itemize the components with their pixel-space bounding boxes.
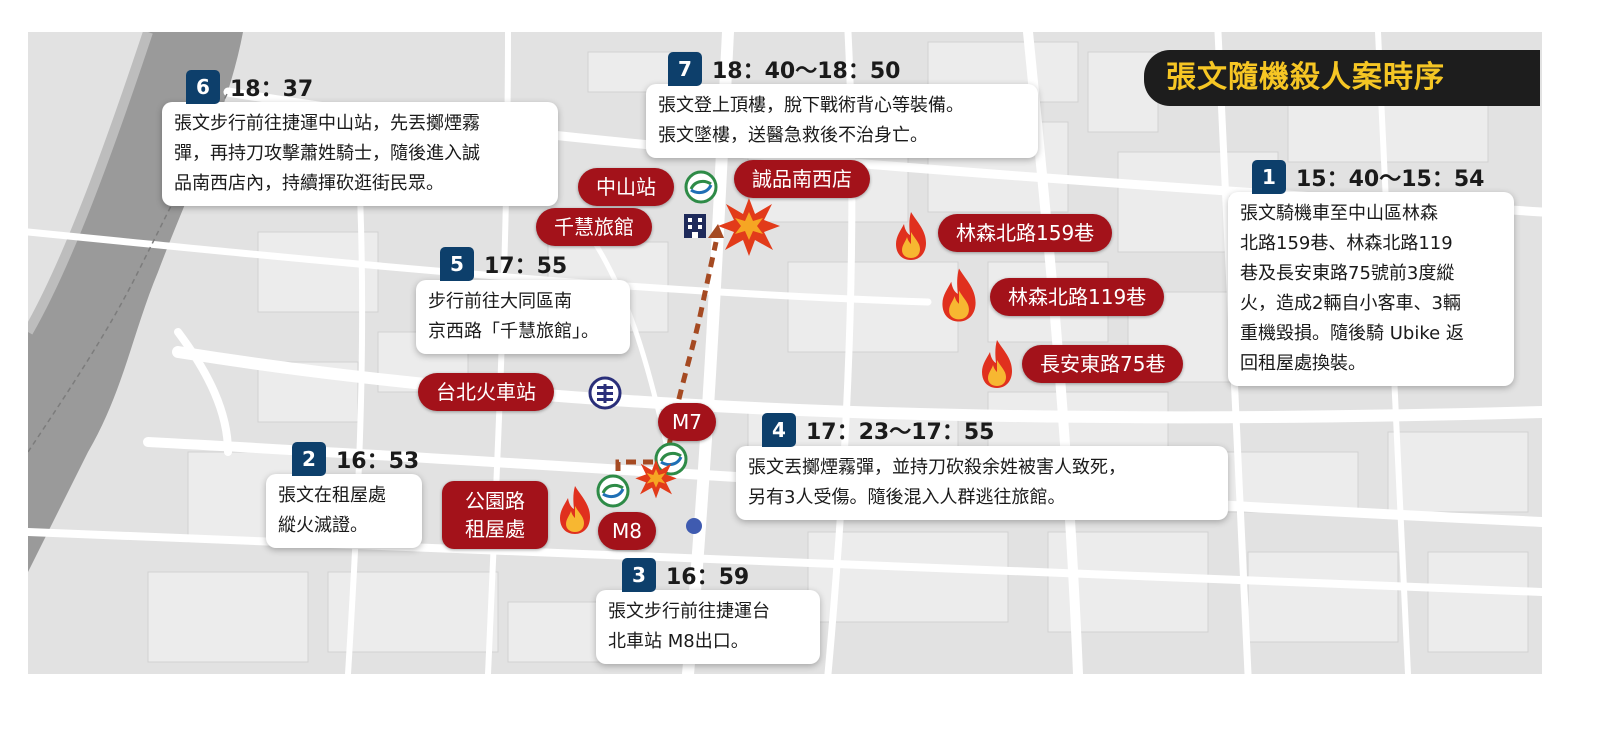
place-changan-75: 長安東路75巷 [1022, 345, 1184, 383]
metro-logo-icon [684, 170, 718, 204]
railway-logo-icon [588, 376, 622, 410]
event-3-header: 3 16：59 [622, 558, 749, 592]
event-5-description: 步行前往大同區南 京西路「千慧旅館」。 [428, 291, 599, 342]
place-linsen-119: 林森北路119巷 [990, 278, 1165, 316]
metro-logo-icon [654, 442, 688, 476]
event-1-description: 張文騎機車至中山區林森 北路159巷、林森北路119 巷及長安東路75號前3度縱… [1240, 203, 1464, 374]
event-6-card: 張文步行前往捷運中山站，先丟擲煙霧 彈，再持刀攻擊蕭姓騎士，隨後進入誠 品南西店… [162, 102, 558, 206]
event-2-header: 2 16：53 [292, 442, 419, 476]
event-5-time: 17：55 [484, 254, 568, 279]
place-linsen-159: 林森北路159巷 [938, 214, 1113, 252]
place-qianhui-hotel: 千慧旅館 [536, 208, 652, 246]
event-1-card: 張文騎機車至中山區林森 北路159巷、林森北路119 巷及長安東路75號前3度縱… [1228, 192, 1514, 386]
event-1-number-badge: 1 [1252, 160, 1286, 194]
place-exit-m7: M7 [658, 403, 716, 441]
route-arrowhead [708, 224, 724, 238]
event-2-number-badge: 2 [292, 442, 326, 476]
place-taipei-station: 台北火車站 [418, 373, 554, 411]
fire-icon [982, 340, 1012, 388]
place-exit-m8: M8 [598, 512, 656, 550]
event-7-description: 張文登上頂樓，脫下戰術背心等裝備。 張文墜樓，送醫急救後不治身亡。 [658, 95, 964, 146]
explosion-icon [635, 459, 677, 499]
event-2-card: 張文在租屋處 縱火滅證。 [266, 474, 422, 548]
event-3-number-badge: 3 [622, 558, 656, 592]
event-3-description: 張文步行前往捷運台 北車站 M8出口。 [608, 601, 770, 652]
walking-route [615, 241, 719, 488]
place-eslite-nanxi: 誠品南西店 [734, 160, 870, 198]
event-6-description: 張文步行前往捷運中山站，先丟擲煙霧 彈，再持刀攻擊蕭姓騎士，隨後進入誠 品南西店… [174, 113, 480, 194]
event-2-description: 張文在租屋處 縱火滅證。 [278, 485, 386, 536]
event-4-time: 17：23～17：55 [806, 420, 995, 445]
event-6-number-badge: 6 [186, 70, 220, 104]
event-2-time: 16：53 [336, 449, 420, 474]
event-1-header: 1 15：40～15：54 [1252, 160, 1484, 194]
event-6-time: 18：37 [230, 77, 314, 102]
fire-icon [896, 212, 926, 260]
map-title: 張文隨機殺人案時序 [1144, 50, 1540, 106]
event-5-number-badge: 5 [440, 247, 474, 281]
event-3-card: 張文步行前往捷運台 北車站 M8出口。 [596, 590, 820, 664]
event-7-card: 張文登上頂樓，脫下戰術背心等裝備。 張文墜樓，送醫急救後不治身亡。 [646, 84, 1038, 158]
event-7-number-badge: 7 [668, 52, 702, 86]
event-4-card: 張文丟擲煙霧彈，並持刀砍殺余姓被害人致死， 另有3人受傷。隨後混入人群逃往旅館。 [736, 446, 1228, 520]
event-1-time: 15：40～15：54 [1296, 167, 1485, 192]
district-boundary [28, 91, 229, 453]
explosion-icon [718, 198, 780, 256]
location-dot-icon [686, 518, 702, 534]
event-6-header: 6 18：37 [186, 70, 313, 104]
event-7-header: 7 18：40～18：50 [668, 52, 900, 86]
event-7-time: 18：40～18：50 [712, 59, 901, 84]
place-residence: 公園路 租屋處 [442, 481, 548, 549]
event-4-number-badge: 4 [762, 413, 796, 447]
fire-icon [942, 268, 976, 322]
river-bank [28, 32, 153, 335]
event-4-description: 張文丟擲煙霧彈，並持刀砍殺余姓被害人致死， 另有3人受傷。隨後混入人群逃往旅館。 [748, 457, 1126, 508]
event-5-card: 步行前往大同區南 京西路「千慧旅館」。 [416, 280, 630, 354]
place-zhongshan-station: 中山站 [578, 168, 674, 206]
event-3-time: 16：59 [666, 565, 750, 590]
fire-icon [560, 486, 590, 534]
hotel-building-icon [684, 214, 706, 238]
metro-logo-icon [596, 474, 630, 508]
event-5-header: 5 17：55 [440, 247, 567, 281]
event-4-header: 4 17：23～17：55 [762, 413, 994, 447]
